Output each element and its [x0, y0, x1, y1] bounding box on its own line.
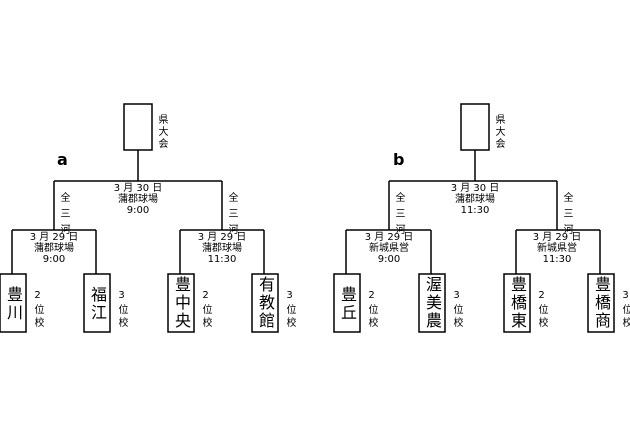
bracket-label: b	[393, 150, 405, 169]
semi-right-time: 11:30	[542, 254, 572, 265]
semi-left-time: 9:00	[377, 254, 401, 265]
semi-right-date: 3 月 29 日	[532, 232, 582, 243]
team-box-b4	[587, 273, 615, 333]
regional-label-right: 全三河	[226, 192, 237, 240]
team-seed: 2位校	[536, 290, 547, 330]
prefectural-box-a	[123, 103, 153, 151]
team-name: 豊川	[4, 286, 23, 322]
final-date: 3 月 30 日	[450, 183, 500, 194]
team-seed: 3位校	[620, 290, 630, 330]
team-box-b2	[418, 273, 446, 333]
team-name: 渥美農	[423, 276, 442, 330]
regional-label-left: 全三河	[58, 192, 69, 240]
prefectural-box-b	[460, 103, 490, 151]
prefectural-tournament-label: 県大会	[156, 114, 167, 150]
team-box-a2	[83, 273, 111, 333]
semi-left-time: 9:00	[42, 254, 66, 265]
team-name: 豊丘	[338, 286, 357, 322]
team-seed: 2位校	[32, 290, 43, 330]
team-box-a3	[167, 273, 195, 333]
team-name: 豊中央	[172, 276, 191, 330]
regional-label-right: 全三河	[561, 192, 572, 240]
team-seed: 3位校	[116, 290, 127, 330]
semi-left-date: 3 月 29 日	[29, 232, 79, 243]
team-name: 豊橋東	[508, 276, 527, 330]
final-venue: 蒲郡球場	[455, 194, 495, 205]
team-box-b3	[503, 273, 531, 333]
semi-left-date: 3 月 29 日	[364, 232, 414, 243]
team-seed: 3位校	[284, 290, 295, 330]
final-time: 9:00	[126, 205, 150, 216]
semi-left-venue: 蒲郡球場	[34, 243, 74, 254]
team-seed: 2位校	[200, 290, 211, 330]
bracket-label: a	[57, 150, 68, 169]
team-name: 福江	[88, 286, 107, 322]
team-name: 豊橋商	[592, 276, 611, 330]
semi-left-venue: 新城県営	[369, 243, 409, 254]
final-date: 3 月 30 日	[113, 183, 163, 194]
team-seed: 2位校	[366, 290, 377, 330]
semi-right-venue: 新城県営	[537, 243, 577, 254]
team-box-a4	[251, 273, 279, 333]
semi-right-time: 11:30	[207, 254, 237, 265]
team-seed: 3位校	[451, 290, 462, 330]
semi-right-date: 3 月 29 日	[197, 232, 247, 243]
team-name: 有教館	[256, 276, 275, 330]
regional-label-left: 全三河	[393, 192, 404, 240]
prefectural-tournament-label: 県大会	[493, 114, 504, 150]
final-venue: 蒲郡球場	[118, 194, 158, 205]
team-box-b1	[333, 273, 361, 333]
semi-right-venue: 蒲郡球場	[202, 243, 242, 254]
team-box-a1	[0, 273, 27, 333]
final-time: 11:30	[460, 205, 490, 216]
